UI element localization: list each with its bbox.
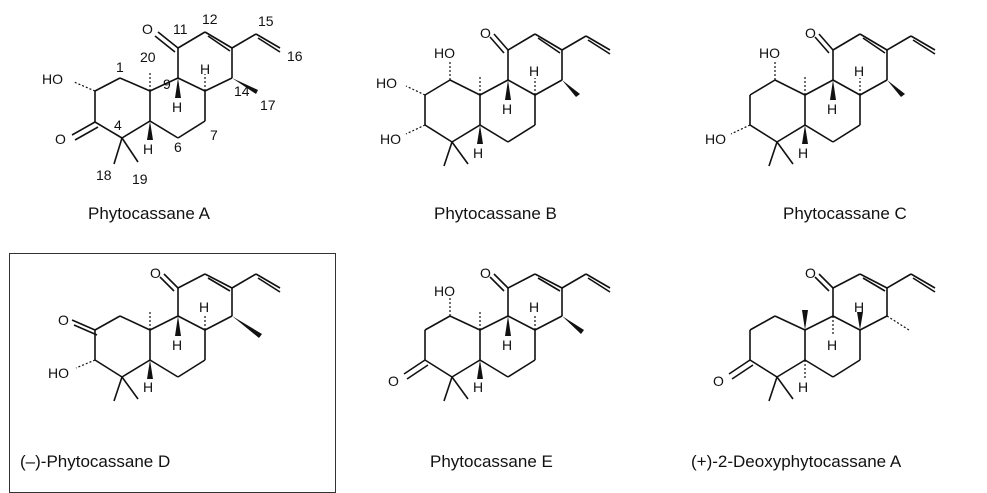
atom-label: H <box>854 299 865 315</box>
compound-name: (+)-2-Deoxyphytocassane A <box>691 452 902 471</box>
atom-label: H <box>200 61 211 77</box>
structure-phytocassane-e: O HO O H H H Phytocassane E <box>330 250 660 488</box>
atom-label: O <box>805 25 816 41</box>
position-number: 19 <box>132 171 148 187</box>
atom-label: O <box>713 373 724 389</box>
atom-label: H <box>502 337 513 353</box>
position-number: 9 <box>163 76 171 92</box>
structure-2-deoxyphytocassane-a: O O H H H (+)-2-Deoxyphytocassane A <box>655 250 985 488</box>
atom-label: H <box>473 379 484 395</box>
compound-name: Phytocassane A <box>88 204 210 223</box>
atom-label: H <box>798 379 809 395</box>
atom-label: H <box>798 145 809 161</box>
deoxyphytocassane-a-skeleton <box>728 273 936 402</box>
atom-label: H <box>143 379 154 395</box>
phytocassane-c-skeleton <box>730 33 936 167</box>
position-number: 14 <box>234 83 250 99</box>
atom-label: HO <box>434 45 455 61</box>
position-number: 18 <box>96 167 112 183</box>
position-number: 6 <box>174 139 182 155</box>
atom-label: HO <box>42 71 63 87</box>
position-number: 16 <box>287 48 303 64</box>
atom-label: HO <box>759 45 780 61</box>
atom-label: H <box>502 101 513 117</box>
atom-label: HO <box>380 131 401 147</box>
atom-label: H <box>473 145 484 161</box>
atom-label: O <box>150 265 161 281</box>
compound-name: Phytocassane C <box>783 204 907 223</box>
position-number: 20 <box>140 49 156 65</box>
phytocassane-b-skeleton <box>405 33 611 167</box>
structure-phytocassane-b: O HO HO HO H H H Phytocassane B <box>330 0 660 245</box>
position-number: 11 <box>173 21 188 37</box>
phytocassane-d-skeleton <box>71 273 281 402</box>
atom-label: O <box>480 25 491 41</box>
atom-label: O <box>55 131 66 147</box>
structure-phytocassane-d: O O HO H H H (–)-Phytocassane D <box>0 250 330 488</box>
atom-label: H <box>172 337 183 353</box>
atom-label: HO <box>376 75 397 91</box>
position-number: 17 <box>260 97 276 113</box>
structure-phytocassane-c: O HO HO H H H Phytocassane C <box>655 0 985 245</box>
position-number: 15 <box>258 13 274 29</box>
compound-name: (–)-Phytocassane D <box>20 452 171 471</box>
compound-name: Phytocassane B <box>434 204 557 223</box>
position-number: 12 <box>202 11 218 27</box>
position-number: 7 <box>210 127 218 143</box>
atom-label: H <box>529 63 540 79</box>
structure-phytocassane-a: O HO O H H H 1 4 6 7 9 11 12 14 15 16 17… <box>0 0 330 245</box>
phytocassane-e-skeleton <box>403 273 611 402</box>
atom-label: HO <box>48 365 69 381</box>
atom-label: H <box>172 99 183 115</box>
atom-label: O <box>142 21 153 37</box>
atom-label: O <box>58 312 69 328</box>
atom-label: HO <box>434 283 455 299</box>
compound-name: Phytocassane E <box>430 452 553 471</box>
phytocassane-a-skeleton <box>71 31 281 165</box>
atom-label: O <box>480 265 491 281</box>
atom-label: H <box>199 299 210 315</box>
atom-label: HO <box>705 131 726 147</box>
atom-label: H <box>827 337 838 353</box>
atom-label: O <box>388 373 399 389</box>
position-number: 1 <box>116 59 124 75</box>
position-number: 4 <box>114 117 122 133</box>
atom-label: H <box>529 299 540 315</box>
atom-label: H <box>854 63 865 79</box>
atom-label: O <box>805 265 816 281</box>
atom-label: H <box>143 141 154 157</box>
atom-label: H <box>827 101 838 117</box>
